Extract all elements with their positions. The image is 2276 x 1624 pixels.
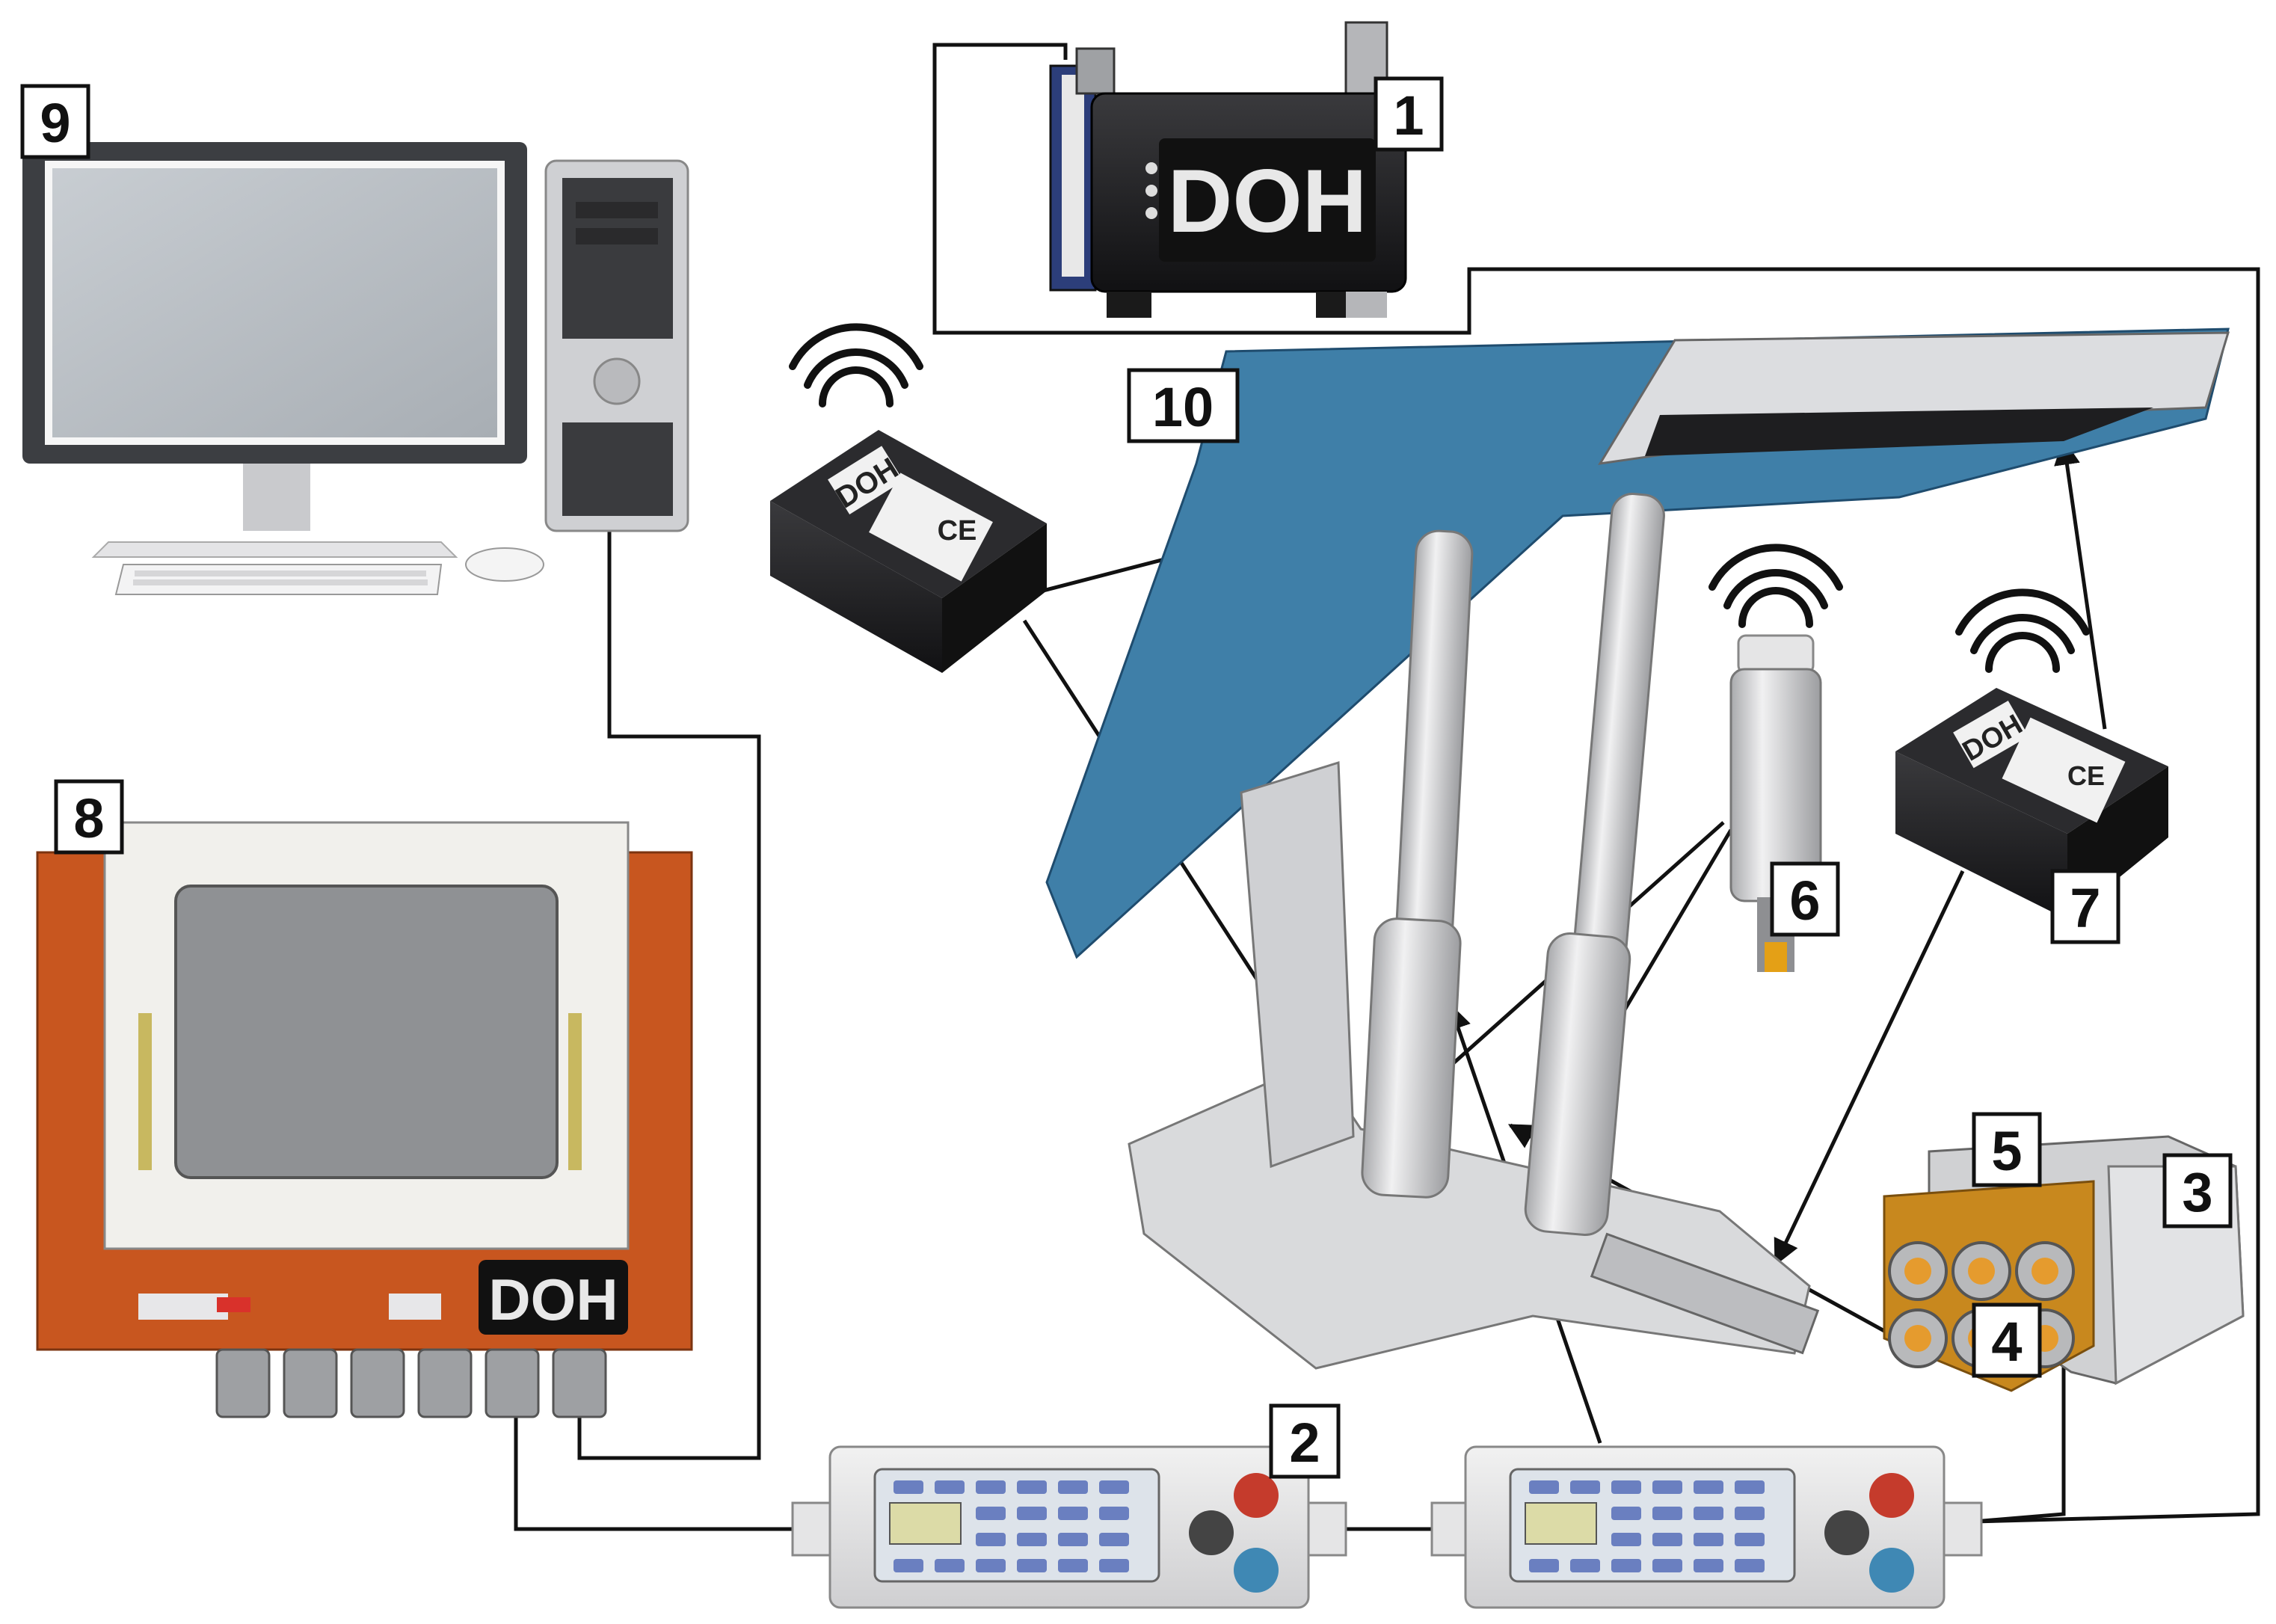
panel-logo-doh: DOH: [488, 1267, 618, 1332]
label-1: 1: [1374, 76, 1444, 152]
controller-display: [1525, 1502, 1597, 1545]
label-8: 8: [54, 779, 124, 855]
svg-text:5: 5: [1991, 1120, 2022, 1182]
svg-text:8: 8: [73, 787, 104, 849]
logo-doh: DOH: [1168, 151, 1368, 251]
panel-screen: [174, 885, 559, 1179]
svg-text:9: 9: [40, 92, 70, 154]
label-9: 9: [20, 84, 90, 159]
wifi-signal-icon: [789, 323, 923, 407]
cables: [514, 43, 2260, 1531]
hydraulic-leg-right: [1572, 493, 1665, 973]
powered-roof-support: [1045, 327, 2230, 1370]
monitor-screen: [52, 168, 497, 437]
inclinometer-sensor-left: DOH CE: [770, 430, 1047, 673]
label-4: 4: [1972, 1302, 2042, 1378]
label-5: 5: [1972, 1112, 2042, 1187]
cable-pc-to-panel: [577, 527, 761, 1460]
svg-text:2: 2: [1289, 1412, 1320, 1474]
svg-text:3: 3: [2182, 1161, 2212, 1223]
cable-panel-to-controller-2: [514, 1417, 793, 1531]
surface-display-panel: DOH: [36, 821, 693, 1418]
communication-module: DOH: [1049, 21, 1407, 318]
label-7: 7: [2050, 869, 2120, 944]
support-controller-right: [1430, 1445, 1983, 1609]
ce-mark-icon: CE: [2067, 760, 2105, 791]
wifi-signal-icon: [1708, 544, 1843, 628]
svg-text:10: 10: [1152, 376, 1214, 438]
callout-labels: 1 2 3 4 5 6 7 8: [20, 76, 2233, 1479]
support-controller-left: [791, 1445, 1347, 1609]
label-6: 6: [1770, 861, 1840, 937]
inclinometer-sensor-right: DOH CE: [1895, 688, 2168, 920]
wifi-signal-icon: [1955, 588, 2090, 673]
controller-keypad: [894, 1480, 1129, 1572]
base-frame: [1128, 1060, 1811, 1370]
controller-display: [889, 1502, 962, 1545]
label-10: 10: [1127, 368, 1240, 443]
svg-text:6: 6: [1789, 870, 1820, 932]
label-3: 3: [2162, 1153, 2233, 1228]
svg-text:7: 7: [2070, 877, 2100, 939]
label-2: 2: [1269, 1403, 1341, 1479]
arrow-inclinometer-to-base: [1774, 870, 1965, 1267]
svg-text:1: 1: [1393, 84, 1424, 147]
computer-workstation: [22, 142, 689, 595]
cable-glands: [215, 1348, 607, 1418]
controller-keypad: [1529, 1480, 1765, 1572]
ce-mark-icon: CE: [938, 515, 977, 547]
arrow-inclinometer-to-canopy: [2054, 438, 2107, 730]
svg-text:4: 4: [1991, 1311, 2022, 1373]
mouse: [465, 547, 544, 582]
cable-main-loop: [932, 43, 2260, 1524]
